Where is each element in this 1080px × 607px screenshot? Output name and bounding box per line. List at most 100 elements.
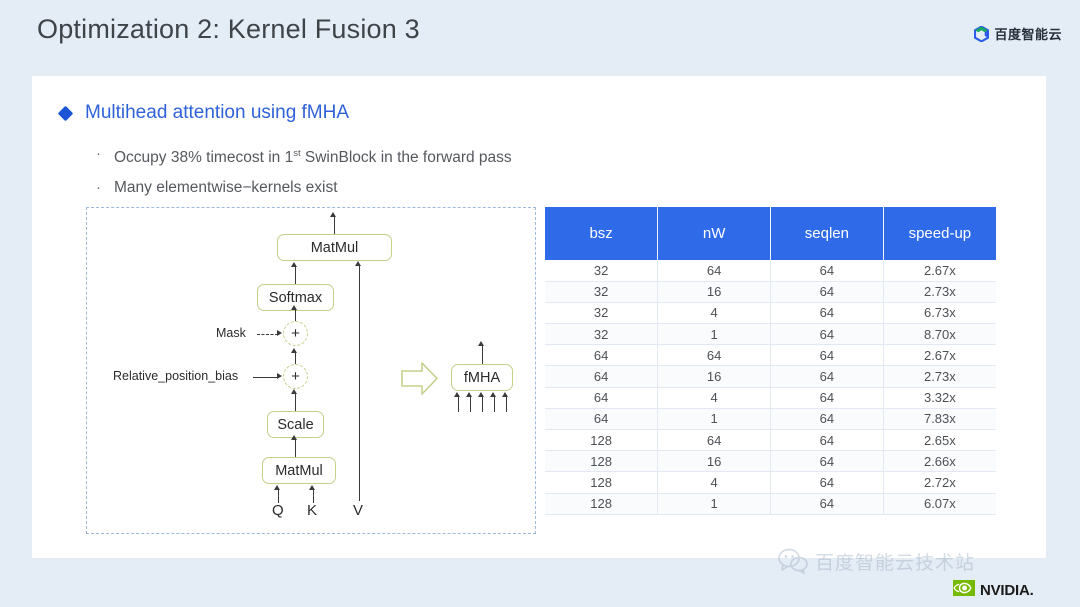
- cell-speedup: 8.70x: [883, 323, 996, 346]
- diagram-arrowhead-icon: [478, 341, 485, 346]
- diagram-arrowhead-icon: [274, 485, 281, 490]
- input-label-k: K: [307, 502, 318, 519]
- cell-nw: 16: [657, 450, 771, 473]
- cell-speedup: 6.07x: [883, 493, 996, 515]
- cell-bsz: 32: [545, 260, 659, 282]
- cell-speedup: 2.73x: [883, 281, 996, 303]
- input-label-v: V: [353, 502, 364, 519]
- label-relative-position-bias: Relative_position_bias: [113, 369, 239, 383]
- cell-seqlen: 64: [770, 450, 884, 473]
- attention-diagram: MatMul Softmax + Mask + Relative_positio…: [86, 207, 536, 534]
- cell-seqlen: 64: [770, 429, 884, 452]
- label-mask: Mask: [216, 326, 246, 340]
- cell-nw: 1: [657, 323, 771, 346]
- diagram-edge: [295, 393, 297, 411]
- cell-nw: 16: [657, 365, 771, 388]
- node-matmul-top: MatMul: [277, 234, 392, 261]
- diagram-edge-fmha-input: [506, 396, 508, 412]
- brand-logo-text: 百度智能云: [994, 26, 1062, 42]
- page-title: Optimization 2: Kernel Fusion 3: [37, 14, 420, 44]
- cell-bsz: 128: [545, 450, 659, 473]
- cell-seqlen: 64: [770, 323, 884, 346]
- column-header-seqlen: seqlen: [770, 207, 884, 260]
- cell-speedup: 6.73x: [883, 302, 996, 325]
- cell-nw: 64: [657, 260, 771, 282]
- cell-seqlen: 64: [770, 344, 884, 367]
- node-add-mask: +: [283, 321, 308, 346]
- diagram-arrowhead-icon: [355, 261, 362, 266]
- content-card: Multihead attention using fMHA · Occupy …: [32, 76, 1046, 558]
- diagram-arrowhead-icon: [502, 392, 509, 397]
- diagram-edge-q: [278, 489, 280, 503]
- bullet-dot-icon: ·: [96, 145, 101, 162]
- cell-seqlen: 64: [770, 260, 884, 282]
- bullet-list: · Occupy 38% timecost in 1st SwinBlock i…: [96, 144, 512, 208]
- diagram-arrowhead-icon: [454, 392, 461, 397]
- column-header-speedup: speed-up: [883, 207, 996, 260]
- cell-bsz: 64: [545, 408, 659, 431]
- diagram-edge-fmha-input: [470, 396, 472, 412]
- diagram-edge-fmha-input: [482, 396, 484, 412]
- diagram-edge-bias: [253, 377, 278, 379]
- cell-speedup: 2.73x: [883, 365, 996, 388]
- cell-speedup: 2.65x: [883, 429, 996, 452]
- cell-bsz: 128: [545, 493, 659, 515]
- diagram-arrowhead-icon: [291, 348, 298, 353]
- diagram-arrowhead-icon: [291, 435, 298, 440]
- list-item-label: Many elementwise−kernels exist: [114, 179, 338, 197]
- cell-bsz: 128: [545, 471, 659, 494]
- diagram-arrowhead-icon: [330, 212, 337, 217]
- node-scale: Scale: [267, 411, 324, 438]
- cell-nw: 4: [657, 302, 771, 325]
- table-header-row: bsz nW seqlen speed-up: [545, 207, 996, 260]
- list-item-label: Occupy 38% timecost in 1st SwinBlock in …: [114, 148, 512, 167]
- cell-bsz: 64: [545, 387, 659, 409]
- nvidia-eye-icon: [953, 580, 975, 601]
- diagram-edge-k: [313, 489, 315, 503]
- diagram-arrowhead-icon: [277, 330, 282, 337]
- diagram-edge: [295, 351, 297, 364]
- diagram-edge: [482, 345, 484, 364]
- diagram-edge-mask: [257, 334, 278, 335]
- watermark-text: 百度智能云技术站: [815, 553, 976, 574]
- diagram-edge: [295, 266, 297, 284]
- list-item: · Many elementwise−kernels exist: [96, 178, 512, 197]
- wechat-icon: [778, 548, 808, 579]
- cell-bsz: 32: [545, 323, 659, 346]
- cell-bsz: 64: [545, 344, 659, 367]
- cell-bsz: 32: [545, 302, 659, 325]
- cell-bsz: 128: [545, 429, 659, 452]
- diagram-edge-fmha-input: [458, 396, 460, 412]
- cell-nw: 64: [657, 429, 771, 452]
- section-heading-label: Multihead attention using fMHA: [85, 102, 350, 123]
- cell-seqlen: 64: [770, 493, 884, 515]
- cell-speedup: 2.66x: [883, 450, 996, 473]
- section-heading: Multihead attention using fMHA: [57, 102, 350, 124]
- diagram-arrowhead-icon: [466, 392, 473, 397]
- brand-logo: 百度智能云: [974, 26, 1062, 42]
- diamond-bullet-icon: [57, 105, 74, 121]
- right-arrow-icon: [400, 359, 440, 398]
- diagram-arrowhead-icon: [490, 392, 497, 397]
- column-header-bsz: bsz: [545, 207, 659, 260]
- input-label-q: Q: [272, 502, 284, 519]
- diagram-edge: [295, 439, 297, 457]
- diagram-arrowhead-icon: [291, 262, 298, 267]
- diagram-edge: [295, 308, 297, 321]
- cell-nw: 64: [657, 344, 771, 367]
- diagram-arrowhead-icon: [291, 389, 298, 394]
- cell-nw: 1: [657, 493, 771, 515]
- cell-speedup: 2.67x: [883, 260, 996, 282]
- cell-seqlen: 64: [770, 302, 884, 325]
- node-add-bias: +: [283, 364, 308, 389]
